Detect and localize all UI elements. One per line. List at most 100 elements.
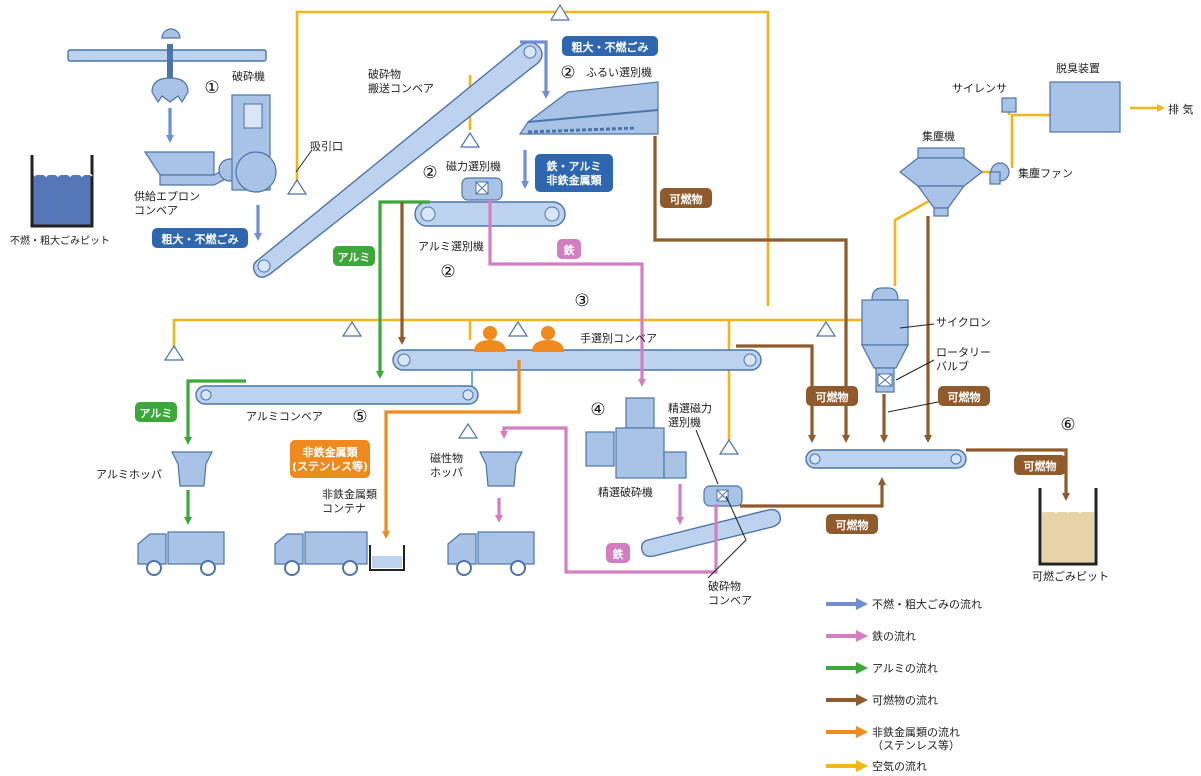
tag-bulky-top: 粗大・不燃ごみ bbox=[562, 36, 658, 56]
crusher-label: 破砕機 bbox=[232, 69, 265, 83]
tag-alumi-1: アルミ bbox=[333, 246, 375, 266]
tag-combustible-4: 可燃物 bbox=[1014, 455, 1066, 475]
legend-item: 鉄の流れ bbox=[826, 629, 916, 643]
deodorizer bbox=[1049, 81, 1121, 133]
exhaust-label: 排 気 bbox=[1168, 102, 1194, 116]
legend-label: 鉄の流れ bbox=[872, 629, 916, 643]
tag-combustible-2: 可燃物 bbox=[806, 386, 858, 406]
truck-icon bbox=[447, 531, 535, 576]
sieve-separator bbox=[518, 81, 659, 135]
legend-label: 空気の流れ bbox=[872, 759, 927, 773]
worker-icon bbox=[474, 326, 506, 352]
step-3: ③ bbox=[574, 291, 589, 311]
step-5: ⑤ bbox=[352, 407, 367, 427]
fine-magnetic-separator bbox=[703, 485, 743, 507]
hand-sort-conveyor bbox=[392, 349, 762, 371]
magnetic-separator-label: 磁力選別機 bbox=[446, 159, 501, 173]
svg-text:アルミ: アルミ bbox=[140, 407, 173, 420]
legend-item: 空気の流れ bbox=[826, 759, 927, 773]
silencer-label: サイレンサ bbox=[952, 82, 1007, 95]
svg-text:鉄・アルミ非鉄金属類: 鉄・アルミ非鉄金属類 bbox=[547, 159, 603, 187]
support-triangles bbox=[163, 3, 837, 455]
crushed-material-conveyor-2 bbox=[640, 508, 782, 558]
dust-fan bbox=[989, 162, 1010, 185]
apron-conveyor bbox=[143, 149, 263, 186]
combustible-pit bbox=[1038, 488, 1098, 566]
alumi-separator-label: アルミ選別機 bbox=[418, 239, 484, 253]
tag-nonferrous: 非鉄金属類(ステンレス等) bbox=[290, 440, 370, 478]
crusher bbox=[231, 94, 277, 193]
combustible-conveyor bbox=[805, 449, 967, 469]
suction-port-label: 吸引口 bbox=[310, 139, 343, 153]
air-duct-network bbox=[172, 10, 1165, 440]
combustible-pit-label: 可燃ごみピット bbox=[1032, 569, 1109, 583]
tag-iron-1: 鉄 bbox=[557, 239, 581, 259]
svg-text:粗大・不燃ごみ: 粗大・不燃ごみ bbox=[162, 232, 239, 246]
legend-label: 非鉄金属類の流れ（ステンレス等） bbox=[872, 725, 960, 752]
legend-item: アルミの流れ bbox=[826, 661, 938, 675]
dust-fan-label: 集塵ファン bbox=[1018, 166, 1073, 180]
step-2: ② bbox=[422, 163, 437, 183]
crushed-conveyor2-label: 破砕物コンベア bbox=[708, 579, 752, 607]
step-2: ② bbox=[560, 63, 575, 83]
legend-label: 不燃・粗大ごみの流れ bbox=[872, 597, 982, 611]
tag-combustible-1: 可燃物 bbox=[660, 188, 712, 208]
step-4: ④ bbox=[590, 400, 605, 420]
svg-text:アルミ: アルミ bbox=[338, 251, 371, 264]
nonferrous-container bbox=[369, 545, 405, 571]
dust-collector bbox=[899, 147, 983, 217]
svg-text:非鉄金属類(ステンレス等): 非鉄金属類(ステンレス等) bbox=[292, 445, 368, 473]
crane bbox=[67, 28, 267, 104]
magnetic-separator bbox=[461, 177, 503, 201]
svg-text:鉄: 鉄 bbox=[564, 243, 576, 257]
legend-item: 可燃物の流れ bbox=[826, 693, 938, 707]
fine-magnetic-label: 精選磁力選別機 bbox=[668, 402, 712, 429]
truck-icon bbox=[274, 531, 368, 576]
alumi-hopper-label: アルミホッパ bbox=[96, 468, 162, 481]
silencer bbox=[1001, 97, 1017, 113]
step-numbers: ① ② ② ② ③ ④ ⑤ ⑥ bbox=[204, 63, 1075, 435]
pointer-lines bbox=[295, 149, 939, 579]
tag-alumi-2: アルミ bbox=[135, 402, 177, 422]
legend-label: 可燃物の流れ bbox=[872, 693, 938, 707]
legend-item: 不燃・粗大ごみの流れ bbox=[826, 597, 982, 611]
worker-icon bbox=[532, 326, 564, 352]
tag-bulky-left: 粗大・不燃ごみ bbox=[152, 228, 248, 248]
magnetic-hopper bbox=[479, 451, 523, 487]
svg-text:可燃物: 可燃物 bbox=[948, 390, 981, 404]
sieve-label: ふるい選別機 bbox=[586, 65, 652, 79]
cyclone-label: サイクロン bbox=[936, 316, 991, 329]
tag-combustible-5: 可燃物 bbox=[826, 514, 878, 534]
deodorizer-label: 脱臭装置 bbox=[1056, 61, 1100, 75]
svg-text:可燃物: 可燃物 bbox=[1024, 459, 1057, 473]
svg-text:可燃物: 可燃物 bbox=[670, 192, 703, 206]
rotary-valve-label: ロータリーバルブ bbox=[936, 346, 991, 373]
legend-item: 非鉄金属類の流れ（ステンレス等） bbox=[826, 725, 960, 752]
svg-text:可燃物: 可燃物 bbox=[816, 390, 849, 404]
step-1: ① bbox=[204, 78, 219, 98]
truck-icon bbox=[137, 531, 225, 576]
hand-sort-conveyor-label: 手選別コンベア bbox=[580, 331, 657, 345]
tag-iron-2: 鉄 bbox=[606, 543, 630, 563]
crushed-conveyor-label: 破砕物搬送コンベア bbox=[368, 67, 434, 95]
tag-combustible-3: 可燃物 bbox=[938, 386, 990, 406]
svg-text:可燃物: 可燃物 bbox=[836, 518, 869, 532]
magnetic-hopper-label: 磁性物ホッパ bbox=[430, 451, 463, 479]
bulky-waste-pit bbox=[30, 155, 94, 228]
bulky-pit-label: 不燃・粗大ごみピット bbox=[10, 234, 110, 247]
step-6: ⑥ bbox=[1060, 415, 1075, 435]
step-2: ② bbox=[440, 262, 455, 282]
svg-text:粗大・不燃ごみ: 粗大・不燃ごみ bbox=[572, 40, 649, 54]
flow-lines bbox=[166, 40, 1070, 574]
apron-conveyor-label: 供給エプロンコンベア bbox=[134, 189, 200, 217]
alumi-conveyor bbox=[195, 385, 479, 405]
equipment-labels: 破砕機 破砕物搬送コンベア ふるい選別機 吸引口 供給エプロンコンベア 不燃・粗… bbox=[10, 61, 1194, 607]
fine-crusher bbox=[585, 397, 687, 479]
legend-label: アルミの流れ bbox=[872, 661, 938, 675]
tag-metals: 鉄・アルミ非鉄金属類 bbox=[535, 154, 613, 192]
cyclone bbox=[861, 287, 909, 393]
alumi-hopper bbox=[171, 451, 213, 487]
svg-text:鉄: 鉄 bbox=[613, 547, 625, 561]
fine-crusher-label: 精選破砕機 bbox=[598, 485, 653, 499]
